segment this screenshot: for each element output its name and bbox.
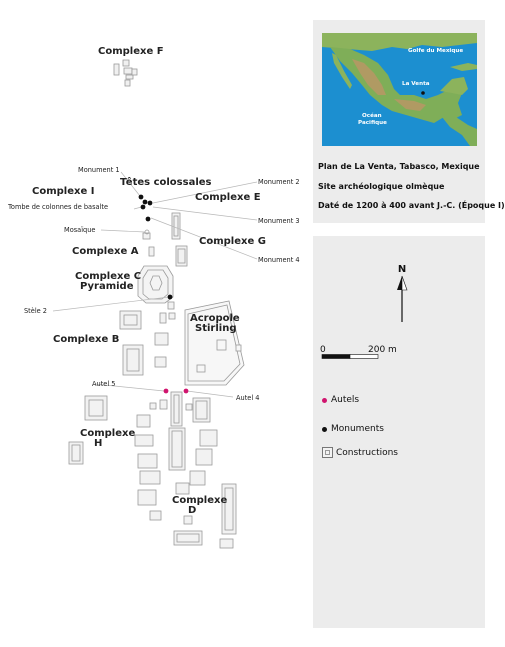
label-stirling: Stirling	[195, 323, 236, 334]
altar-swatch	[322, 397, 327, 403]
label-complexe-e: Complexe E	[195, 192, 261, 203]
mosaic-marker	[144, 229, 150, 235]
inset-yucatan	[440, 77, 468, 95]
inset-highlands	[352, 59, 386, 95]
legend-item-monuments: Monuments	[322, 424, 384, 434]
complexe-e-structures	[171, 212, 181, 240]
north-arrow-head	[397, 276, 402, 290]
label-complexe-c: Complexe C	[75, 271, 141, 282]
label-complexe-a: Complexe A	[72, 246, 139, 257]
complexe-d-structures	[168, 427, 237, 549]
label-complexe-i: Complexe I	[32, 186, 94, 197]
inset-baja	[332, 53, 352, 89]
monument-points	[138, 194, 173, 300]
central-avenue-structures	[149, 391, 211, 427]
inset-land-north	[322, 33, 477, 51]
legend-item-constructions: Constructions	[322, 447, 398, 458]
inset-cuba	[450, 63, 477, 71]
legend-panel	[313, 236, 485, 628]
pyramid-structure	[137, 265, 174, 304]
legend-item-autels: Autels	[322, 395, 359, 405]
legend-label-constructions: Constructions	[336, 447, 398, 458]
label-monument-4: Monument 4	[258, 256, 300, 264]
construction-swatch	[322, 447, 333, 458]
label-autel-5: Autel 5	[92, 380, 115, 388]
label-monument-2: Monument 2	[258, 178, 300, 186]
legend-label-autels: Autels	[331, 395, 360, 405]
label-complexe-g: Complexe G	[199, 236, 266, 247]
inset-label-la-venta: La Venta	[402, 81, 430, 87]
scale-bar-dark	[321, 354, 351, 359]
label-monument-3: Monument 3	[258, 217, 300, 225]
label-monument-1: Monument 1	[78, 166, 120, 174]
inset-label-gulf: Golfe du Mexique	[408, 48, 463, 54]
label-autel-4: Autel 4	[236, 394, 259, 402]
label-mosaique: Mosaïque	[64, 226, 95, 234]
complexe-h-structures	[68, 395, 162, 521]
inset-central-america	[442, 117, 477, 146]
label-complexe-b: Complexe B	[53, 334, 119, 345]
inset-label-ocean-2: Pacifique	[358, 120, 387, 126]
scale-start-label: 0	[320, 345, 326, 355]
info-title: Plan de La Venta, Tabasco, Mexique	[318, 162, 480, 171]
label-complexe-d-line1: Complexe	[172, 495, 227, 506]
altar-points	[163, 388, 189, 394]
label-complexe-h-line2: H	[94, 438, 102, 449]
north-arrow: N	[397, 264, 408, 322]
info-subtitle: Site archéologique olmèque	[318, 182, 445, 191]
monument-swatch	[322, 426, 327, 432]
scale-bar-light	[349, 354, 379, 359]
inset-label-ocean-1: Océan	[362, 112, 382, 119]
north-label: N	[398, 264, 406, 275]
label-complexe-d-line2: D	[188, 505, 196, 516]
label-complexe-h-line1: Complexe	[80, 428, 135, 439]
inset-map-mexico: Golfe du Mexique La Venta Océan Pacifiqu…	[322, 33, 477, 146]
legend-label-monuments: Monuments	[331, 424, 384, 434]
label-acropole: Acropole	[190, 313, 240, 324]
inset-site-marker	[421, 91, 425, 95]
scale-bar	[321, 354, 379, 359]
north-arrow-head-light	[401, 275, 408, 291]
label-stele-2: Stèle 2	[24, 307, 47, 315]
scale-end-label: 200 m	[368, 345, 397, 355]
label-pyramide: Pyramide	[80, 281, 134, 292]
complexe-f-structures	[113, 59, 138, 87]
label-tetes-colossales: Têtes colossales	[120, 176, 212, 188]
label-tombe-basalte: Tombe de colonnes de basalte	[7, 203, 108, 211]
label-complexe-f: Complexe F	[98, 46, 164, 57]
inset-highlands-south	[394, 99, 426, 111]
complexe-b-structures	[119, 301, 176, 376]
complexe-a-structures	[142, 232, 188, 267]
acropole-stirling-structure	[184, 300, 245, 386]
info-dates: Daté de 1200 à 400 avant J.-C. (Époque I…	[318, 201, 505, 210]
